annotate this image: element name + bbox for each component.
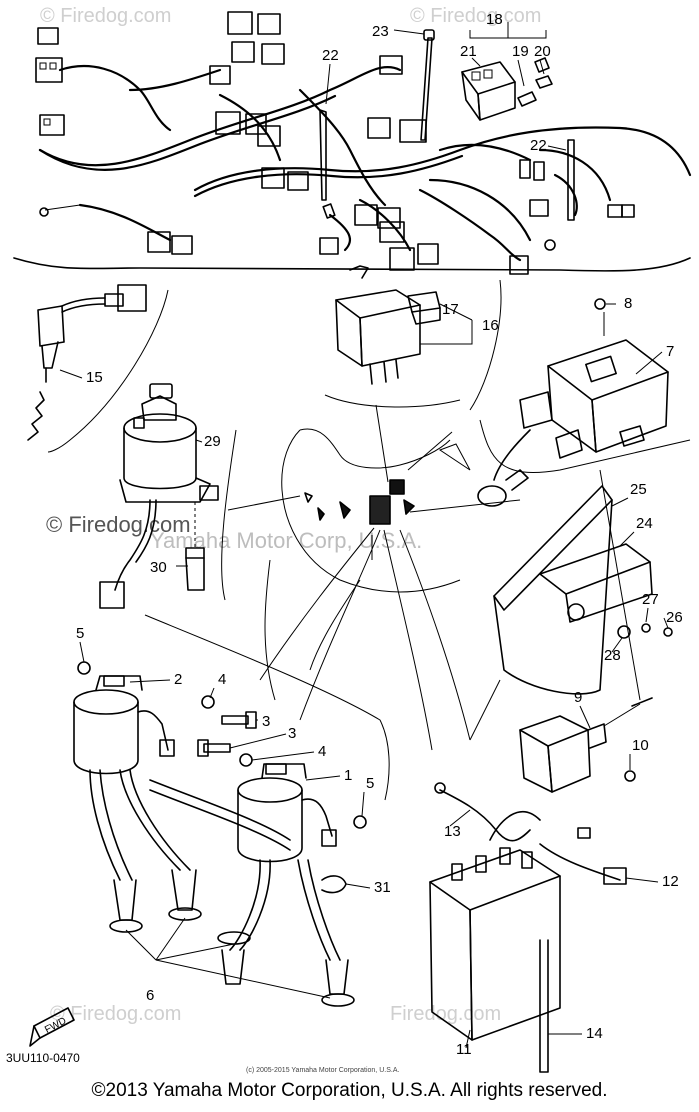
wire-harness (38, 65, 692, 262)
callout-5: 5 (76, 625, 84, 642)
callout-11: 11 (456, 1041, 472, 1058)
clamp-31 (321, 875, 347, 894)
main-switch-29 (99, 383, 219, 609)
watermark: © Firedog.com (40, 5, 171, 27)
cdi-unit-7 (477, 298, 669, 507)
plug-caps-6 (109, 869, 355, 1007)
frame-sketch (264, 428, 471, 701)
callout-27: 27 (642, 591, 659, 608)
relay-16 (335, 265, 441, 385)
watermark: © Firedog.com (46, 512, 191, 537)
callout-30: 30 (150, 559, 167, 576)
callout-14: 14 (586, 1025, 603, 1042)
callout-1: 1 (344, 767, 352, 784)
callout-25: 25 (630, 481, 647, 498)
callout-20: 20 (534, 43, 551, 60)
callout-23: 23 (372, 23, 389, 40)
callout-22: 22 (322, 47, 339, 64)
bracket-25 (493, 485, 673, 695)
callout-8: 8 (624, 295, 632, 312)
rectifier-9 (519, 697, 653, 793)
diagram-code: 3UU110-0470 (6, 1051, 80, 1065)
leader-lines (227, 404, 521, 751)
battery-11 (429, 782, 627, 1073)
callout-leaders (59, 22, 669, 1049)
callout-19: 19 (512, 43, 529, 60)
callout-4b: 4 (318, 743, 326, 760)
callout-3b: 3 (288, 725, 296, 742)
callout-10: 10 (632, 737, 649, 754)
watermark: Firedog.com (390, 1003, 501, 1025)
callout-18: 18 (486, 11, 503, 28)
harness-connectors (35, 11, 635, 275)
watermark: © Firedog.com (410, 5, 541, 27)
callout-6: 6 (146, 987, 154, 1004)
callout-15: 15 (86, 369, 103, 386)
callout-21: 21 (460, 43, 477, 60)
neutral-switch-15 (27, 284, 147, 441)
section-borders (13, 257, 691, 801)
callouts: 1 2 3 3 4 4 5 5 6 7 8 9 10 11 12 13 14 1… (76, 11, 683, 1058)
relay-unit-21 (461, 57, 553, 121)
callout-24: 24 (636, 515, 653, 532)
callout-9: 9 (574, 689, 582, 706)
callout-12: 12 (662, 873, 679, 890)
callout-4: 4 (218, 671, 226, 688)
callout-22b: 22 (530, 137, 547, 154)
callout-26: 26 (666, 609, 683, 626)
callout-13: 13 (444, 823, 461, 840)
ignition-coil-1 (229, 763, 341, 961)
callout-3: 3 (262, 713, 270, 730)
footer-copyright: ©2013 Yamaha Motor Corporation, U.S.A. A… (91, 1080, 608, 1101)
callout-29: 29 (204, 433, 221, 450)
callout-28: 28 (604, 647, 621, 664)
callout-2: 2 (174, 671, 182, 688)
callout-7: 7 (666, 343, 674, 360)
small-copyright: (c) 2005-2015 Yamaha Motor Corporation, … (246, 1067, 399, 1074)
watermark: © Firedog.com (50, 1003, 181, 1025)
callout-16: 16 (482, 317, 499, 334)
callout-31: 31 (374, 879, 391, 896)
ignition-coil-2 (73, 675, 291, 881)
cable-ties (319, 29, 575, 221)
watermark: Yamaha Motor Corp, U.S.A. (150, 528, 422, 553)
callout-5b: 5 (366, 775, 374, 792)
